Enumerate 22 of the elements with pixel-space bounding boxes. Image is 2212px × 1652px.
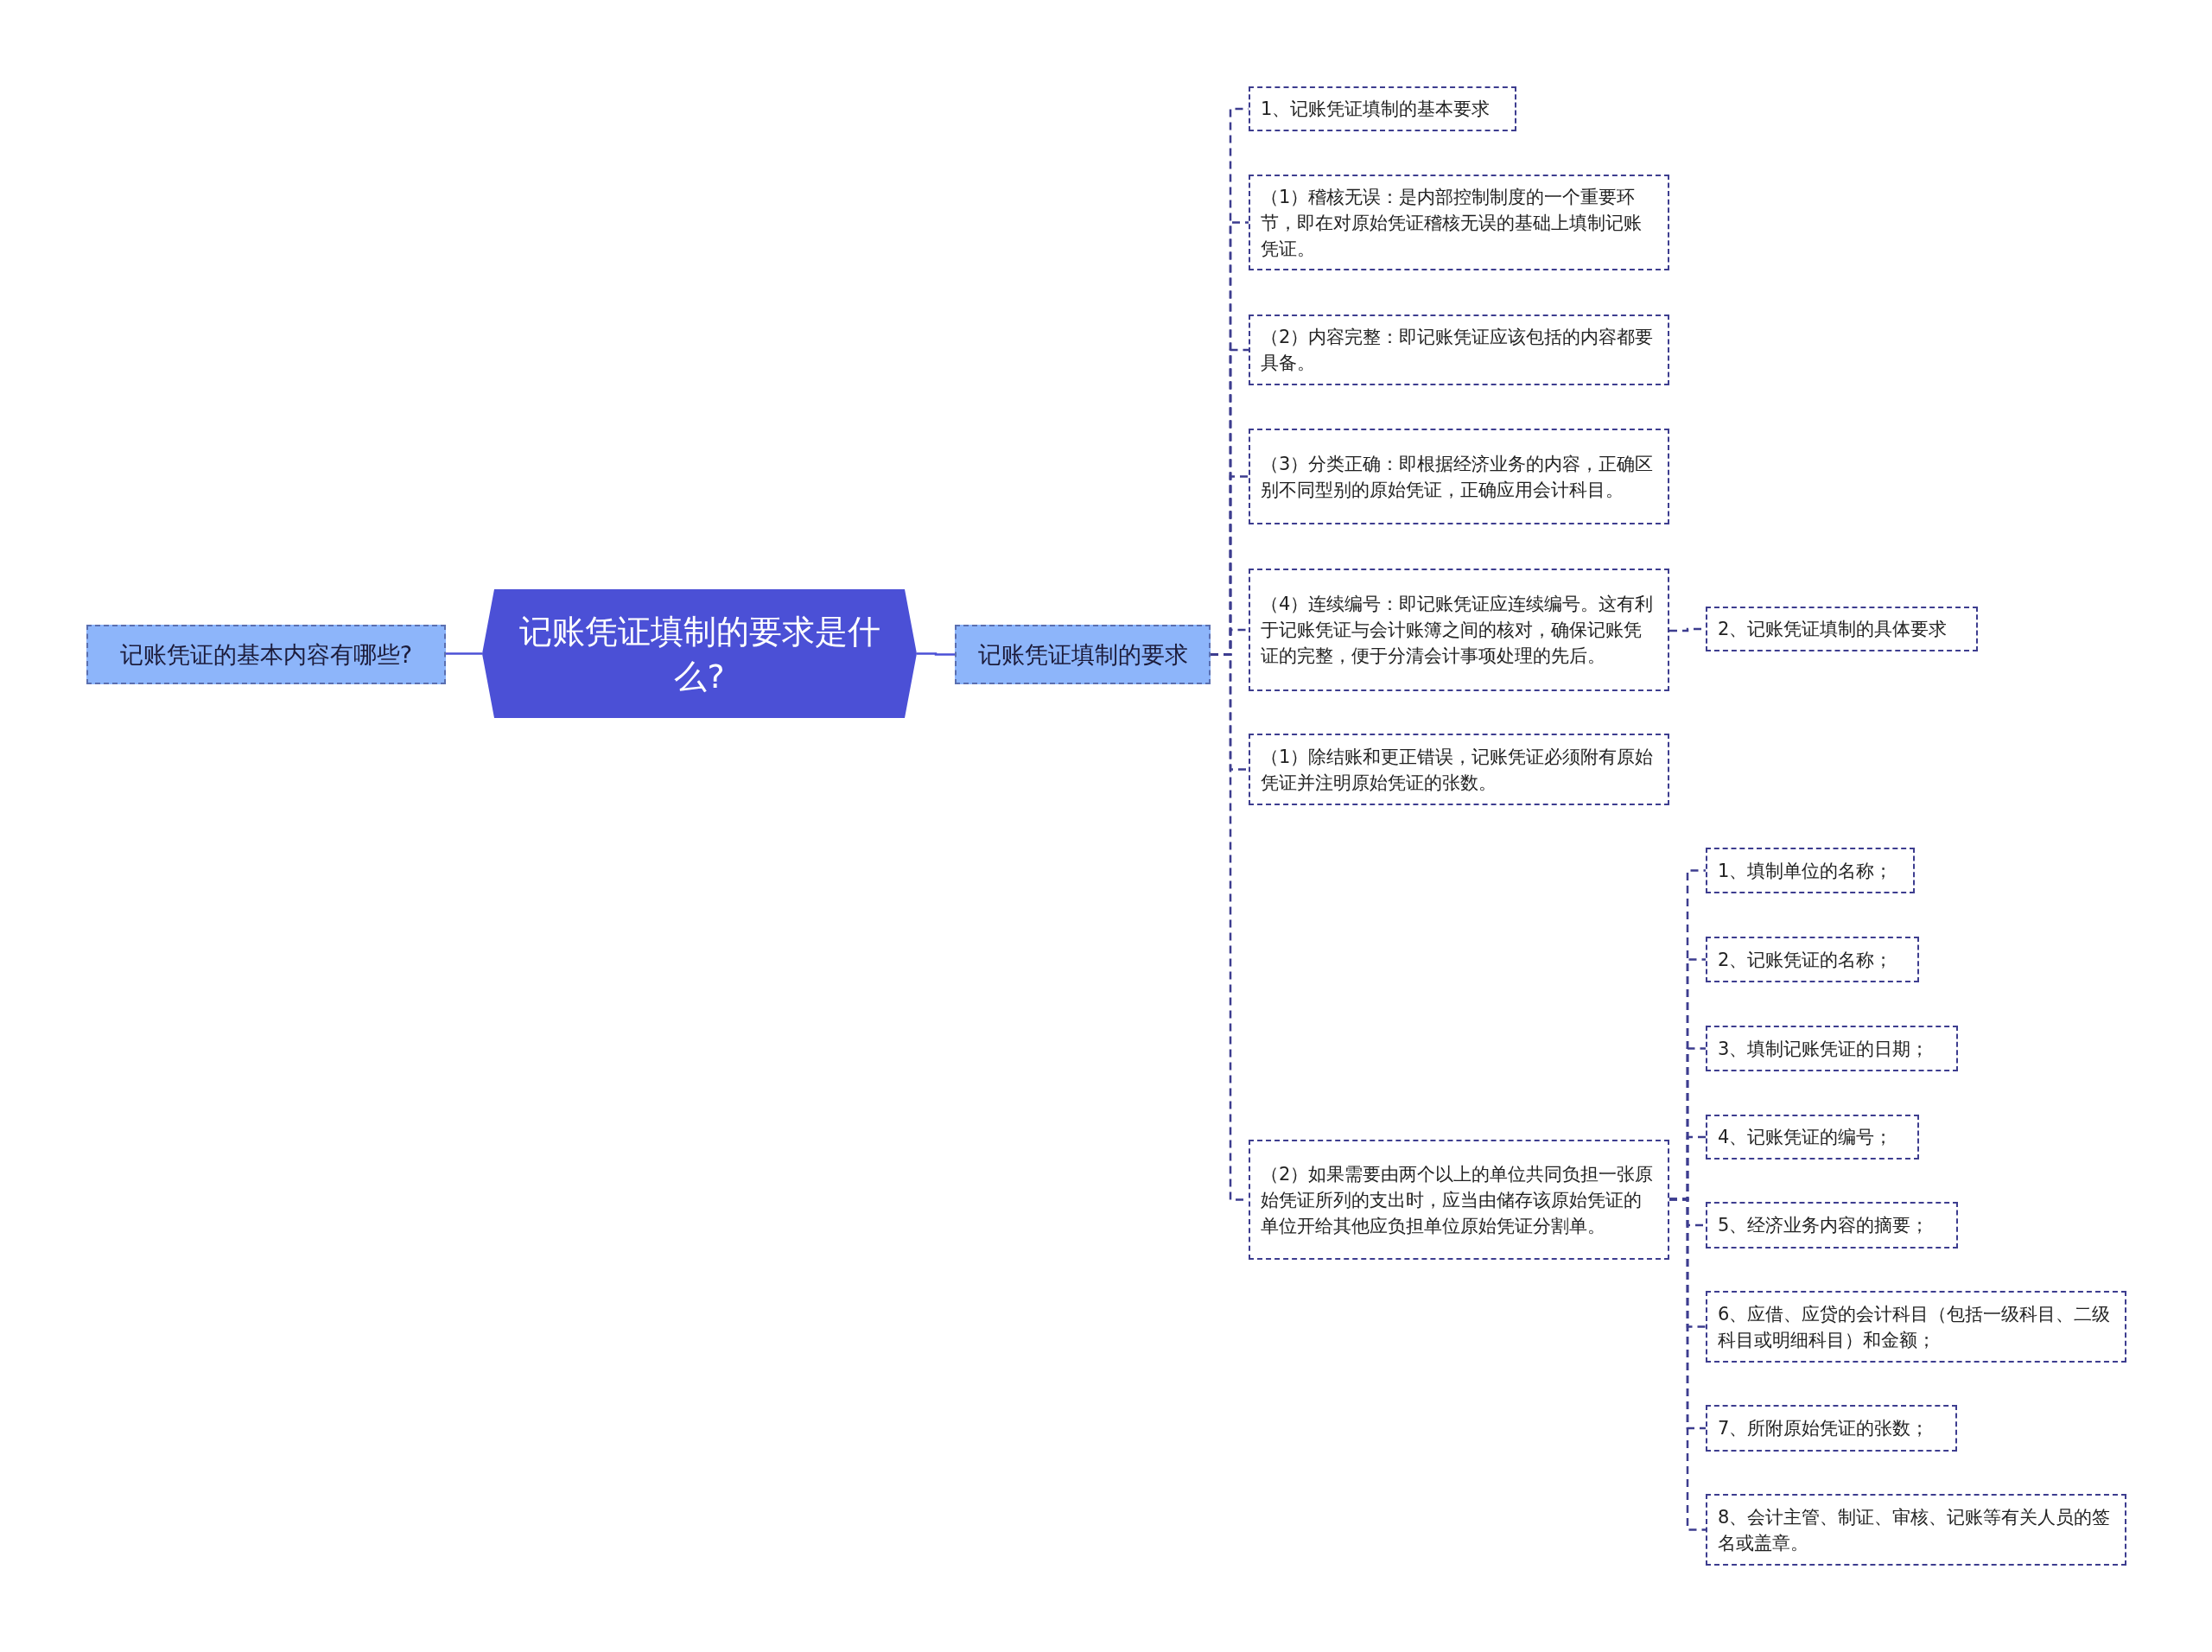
connector-line (917, 652, 955, 656)
text-box: 2、记账凭证填制的具体要求 (1706, 607, 1978, 651)
text-box: 8、会计主管、制证、审核、记账等有关人员的签名或盖章。 (1706, 1494, 2126, 1566)
topic-box: 记账凭证的基本内容有哪些? (86, 625, 446, 684)
text-box: 7、所附原始凭证的张数； (1706, 1405, 1957, 1452)
text-box: （1）稽核无误：是内部控制制度的一个重要环节，即在对原始凭证稽核无误的基础上填制记账凭证。 (1249, 175, 1669, 270)
text-box: （2）内容完整：即记账凭证应该包括的内容都要具备。 (1249, 315, 1669, 385)
text-box: 3、填制记账凭证的日期； (1706, 1026, 1958, 1071)
topic-box: 记账凭证填制的要求 (955, 625, 1211, 684)
text-box: 5、经济业务内容的摘要； (1706, 1202, 1958, 1249)
text-box: （2）如果需要由两个以上的单位共同负担一张原始凭证所列的支出时，应当由储存该原始凭证的单位开给其他应负担单位原始凭证分割单。 (1249, 1140, 1669, 1260)
text-box: （1）除结账和更正错误，记账凭证必须附有原始凭证并注明原始凭证的张数。 (1249, 734, 1669, 805)
text-box: 2、记账凭证的名称； (1706, 937, 1919, 982)
text-box: 1、填制单位的名称； (1706, 848, 1915, 893)
connector-line (1669, 1198, 1706, 1531)
connector-line (446, 652, 482, 655)
text-box: 1、记账凭证填制的基本要求 (1249, 86, 1516, 131)
text-box: （3）分类正确：即根据经济业务的内容，正确区别不同型别的原始凭证，正确应用会计科目。 (1249, 429, 1669, 524)
topic-text: 记账凭证填制的要求是什么? (518, 611, 881, 697)
text-box: 6、应借、应贷的会计科目（包括一级科目、二级科目或明细科目）和金额； (1706, 1291, 2126, 1363)
text-box: 4、记账凭证的编号； (1706, 1115, 1919, 1160)
text-box: （4）连续编号：即记账凭证应连续编号。这有利于记账凭证与会计账簿之间的核对，确保记账凭证的完整，便于分清会计事项处理的先后。 (1249, 569, 1669, 691)
